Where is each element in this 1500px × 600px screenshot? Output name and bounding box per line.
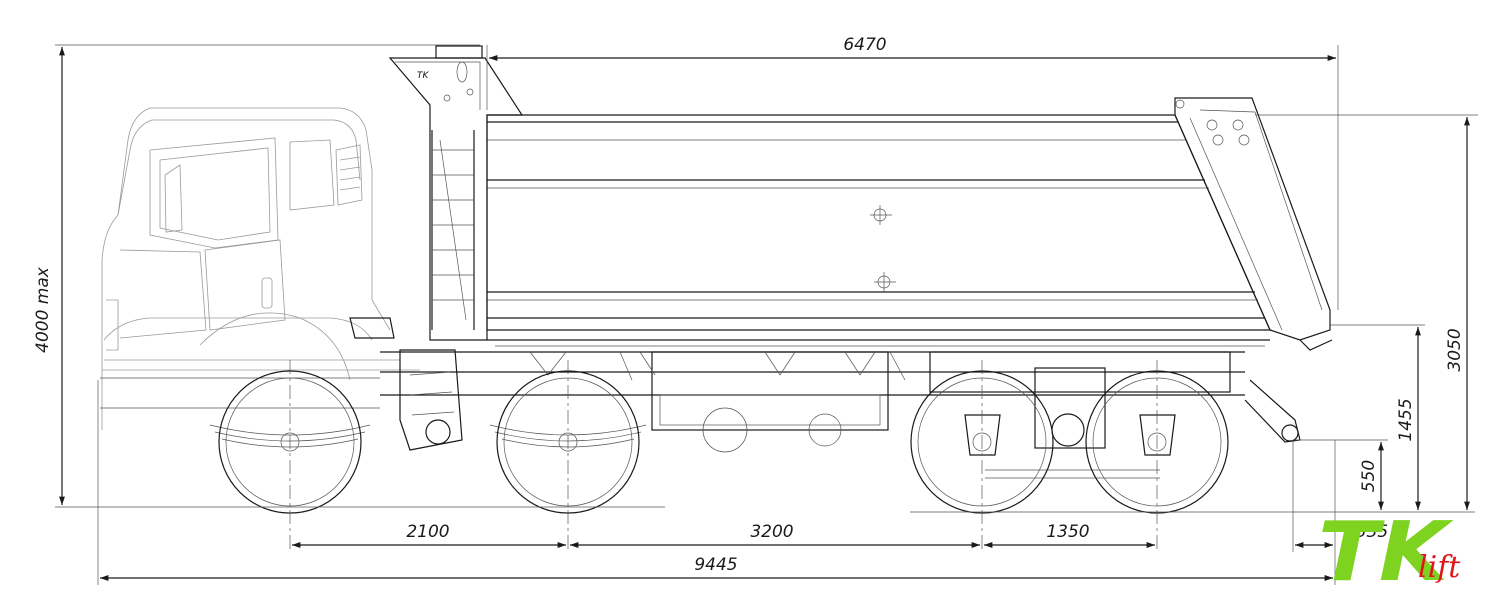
svg-text:TK: TK <box>417 71 429 81</box>
tk-lift-logo: TK lift <box>1318 505 1461 600</box>
logo-sub: lift <box>1418 550 1461 585</box>
dim-body-top-height: 3050 <box>1445 328 1465 371</box>
tailgate <box>1174 97 1333 351</box>
logo-mark: TK <box>1318 505 1454 600</box>
dim-body-length: 6470 <box>843 35 886 55</box>
truck: TK <box>100 45 1333 550</box>
dim-hitch-height: 550 <box>1359 460 1379 492</box>
tipper-body <box>486 114 1271 347</box>
dim-overall-length: 9445 <box>694 555 737 575</box>
headboard: TK <box>388 45 524 341</box>
dim-wheelbase-middle: 3200 <box>750 522 793 542</box>
cab <box>101 107 420 430</box>
dimensions: 6470 4000 max 3050 1455 550 2100 3200 13… <box>33 35 1478 585</box>
dim-rear-overhang: 335 <box>1356 522 1388 542</box>
dim-frame-height: 1455 <box>1396 398 1416 441</box>
dim-rear-bogie: 1350 <box>1046 522 1089 542</box>
dim-wheelbase-front: 2100 <box>406 522 449 542</box>
dim-overall-height: 4000 max <box>33 266 53 353</box>
chassis-frame <box>100 317 1301 453</box>
axle-centerlines <box>289 360 1158 550</box>
springs <box>209 424 1160 479</box>
